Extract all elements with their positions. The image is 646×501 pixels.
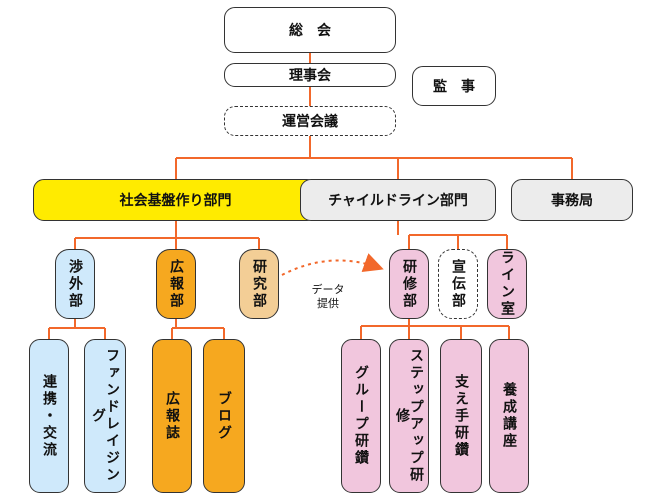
childline-division-box[interactable]: チャイルドライン部門 [300,179,496,221]
data-provision-note: データ 提供 [311,283,345,310]
board-box[interactable]: 理事会 [224,63,396,87]
fundraising-box[interactable]: ファンドレイジング [84,339,126,493]
auditor-box[interactable]: 監 事 [412,66,496,106]
group-training-label: グループ研鑽 [353,365,369,467]
childline-label: チャイルドライン部門 [328,193,468,209]
training-unit-box[interactable]: 研修部 [389,249,429,319]
training-label: 研修部 [401,258,417,310]
cooperation-exchange-box[interactable]: 連携・交流 [29,339,69,493]
general-assembly-box[interactable]: 総 会 [224,7,396,53]
pr-magazine-box[interactable]: 広報誌 [152,339,192,493]
secretariat-box[interactable]: 事務局 [511,179,633,221]
line-room-label: ライン室 [499,250,515,318]
cooperation-exchange-label: 連携・交流 [41,373,57,459]
supporter-training-box[interactable]: 支え手研鑽 [440,339,482,493]
liaison-label: 渉外部 [67,258,83,310]
public-relations-label: 広報部 [168,258,184,310]
auditor-label: 監 事 [433,79,475,95]
research-label: 研究部 [251,258,267,310]
step-up-training-label: ステップアップ研修 [394,348,424,484]
general-assembly-label: 総 会 [289,23,331,39]
secretariat-label: 事務局 [551,193,593,209]
promotion-unit-box[interactable]: 宣伝部 [438,249,478,319]
social-infrastructure-division-box[interactable]: 社会基盤作り部門 [33,179,318,221]
public-relations-unit-box[interactable]: 広報部 [156,249,196,319]
blog-label: ブログ [216,390,232,442]
course-label: 養成講座 [501,382,517,450]
step-up-training-box[interactable]: ステップアップ研修 [389,339,429,493]
liaison-unit-box[interactable]: 渉外部 [55,249,95,319]
social-infrastructure-label: 社会基盤作り部門 [119,193,232,209]
operating-meeting-label: 運営会議 [282,114,338,130]
operating-meeting-box[interactable]: 運営会議 [224,106,396,136]
data-flow-arrow [281,253,384,276]
group-training-box[interactable]: グループ研鑽 [341,339,381,493]
fundraising-label: ファンドレイジング [90,348,120,484]
blog-box[interactable]: ブログ [203,339,245,493]
line-room-unit-box[interactable]: ライン室 [487,249,527,319]
promotion-label: 宣伝部 [450,258,466,310]
course-box[interactable]: 養成講座 [489,339,529,493]
research-unit-box[interactable]: 研究部 [239,249,279,319]
board-label: 理事会 [289,68,331,84]
pr-magazine-label: 広報誌 [164,390,180,442]
supporter-training-label: 支え手研鑽 [453,373,469,459]
